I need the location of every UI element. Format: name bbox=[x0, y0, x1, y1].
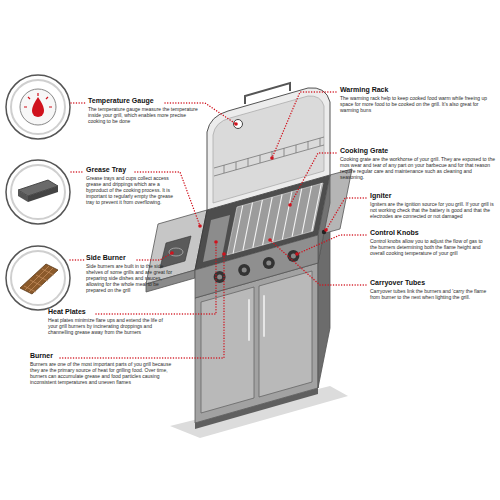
icon-circle bbox=[6, 160, 70, 224]
leader-dot bbox=[268, 238, 272, 242]
leader-dot bbox=[222, 252, 226, 256]
callout-text: Control knobs allow you to adjust the fl… bbox=[370, 238, 488, 256]
leader-dot bbox=[324, 228, 328, 232]
firebox-side bbox=[318, 175, 330, 263]
callout-heading: Warming Rack bbox=[340, 86, 490, 94]
control-knob bbox=[263, 257, 275, 269]
callout-heading: Control Knobs bbox=[370, 229, 488, 237]
callout-text: Igniters are the ignition source for you… bbox=[370, 201, 495, 219]
temperature-gauge bbox=[234, 120, 243, 129]
leader-line bbox=[270, 240, 366, 285]
callout-text: Cooking grate are the workhorse of your … bbox=[340, 156, 495, 180]
heat-plate bbox=[203, 215, 230, 262]
control-knob bbox=[287, 250, 299, 262]
cabinet-base bbox=[195, 388, 318, 429]
knob-center bbox=[217, 275, 222, 280]
grill-lid bbox=[207, 88, 330, 210]
callout-box: IgniterIgniters are the ignition source … bbox=[370, 192, 495, 219]
lid-handle bbox=[245, 83, 290, 104]
icon-ring bbox=[11, 251, 65, 305]
knob-center bbox=[242, 268, 247, 273]
side-burner-icon bbox=[20, 264, 58, 294]
control-knob bbox=[238, 264, 250, 276]
callout-text: Burners are one of the most important pa… bbox=[30, 361, 175, 385]
callout-heading: Burner bbox=[30, 352, 175, 360]
callout-heading: Grease Tray bbox=[86, 166, 174, 174]
callout-text: Side burners are built in to the side sh… bbox=[86, 263, 174, 293]
callout-heading: Igniter bbox=[370, 192, 495, 200]
door-handle bbox=[263, 296, 265, 336]
icon-circle bbox=[6, 246, 70, 310]
leader-dot bbox=[214, 240, 218, 244]
callout-box: Cooking GrateCooking grate are the workh… bbox=[340, 147, 495, 180]
warming-rack bbox=[214, 137, 324, 176]
leader-dot bbox=[270, 156, 274, 160]
gauge-flame bbox=[32, 97, 44, 117]
leader-dot bbox=[170, 251, 174, 255]
callout-box: Grease TrayGrease trays and cups collect… bbox=[86, 166, 174, 205]
leader-line bbox=[272, 92, 336, 158]
leader-dot bbox=[234, 122, 238, 126]
knob-center bbox=[266, 261, 271, 266]
leader-line bbox=[71, 171, 84, 172]
side-burner-ring bbox=[169, 248, 183, 256]
leader-dot bbox=[288, 203, 292, 207]
callout-box: Carryover TubesCarryover tubes link the … bbox=[370, 279, 495, 300]
gauge-face bbox=[20, 89, 56, 125]
leader-dots bbox=[170, 122, 328, 256]
grease-tray-side bbox=[18, 190, 28, 202]
callout-heading: Side Burner bbox=[86, 254, 174, 262]
leader-line bbox=[137, 253, 172, 260]
cabinet-door bbox=[201, 287, 254, 413]
leader-line bbox=[70, 259, 84, 260]
knob-center bbox=[291, 254, 296, 259]
callout-box: Temperature GaugeThe temperature gauge m… bbox=[88, 97, 200, 124]
callout-heading: Cooking Grate bbox=[340, 147, 495, 155]
icon-circle bbox=[6, 75, 70, 139]
leader-dot bbox=[198, 224, 202, 228]
callout-heading: Heat Plates bbox=[48, 308, 166, 316]
leader-dot bbox=[295, 252, 299, 256]
callout-text: The temperature gauge measure the temper… bbox=[88, 106, 200, 124]
callout-heading: Carryover Tubes bbox=[370, 279, 495, 287]
callout-box: Heat PlatesHeat plates minimize flare up… bbox=[48, 308, 166, 335]
grease-tray-edge bbox=[28, 186, 58, 202]
side-burner bbox=[160, 236, 191, 268]
lid-inner bbox=[213, 96, 324, 203]
icon-ring bbox=[11, 80, 65, 134]
door-handle bbox=[248, 300, 250, 340]
callout-box: Warming RackThe warming rack help to kee… bbox=[340, 86, 490, 113]
callout-text: Heat plates minimize flare ups and exten… bbox=[48, 317, 166, 335]
callout-box: Control KnobsControl knobs allow you to … bbox=[370, 229, 488, 256]
leader-line bbox=[326, 198, 366, 230]
leader-line bbox=[297, 235, 366, 254]
leader-line bbox=[60, 254, 224, 358]
callout-text: Carryover tubes link the burners and 'ca… bbox=[370, 288, 495, 300]
leader-line bbox=[71, 102, 86, 103]
callout-heading: Temperature Gauge bbox=[88, 97, 200, 105]
side-burner-grid bbox=[24, 266, 54, 292]
callout-text: The warming rack help to keep cooked foo… bbox=[340, 95, 490, 113]
callout-text: Grease trays and cups collect access gre… bbox=[86, 175, 174, 205]
callout-box: Side BurnerSide burners are built in to … bbox=[86, 254, 174, 293]
cabinet-door bbox=[259, 271, 312, 397]
callout-box: BurnerBurners are one of the most import… bbox=[30, 352, 175, 385]
icon-ring bbox=[11, 165, 65, 219]
leader-line bbox=[290, 153, 336, 205]
